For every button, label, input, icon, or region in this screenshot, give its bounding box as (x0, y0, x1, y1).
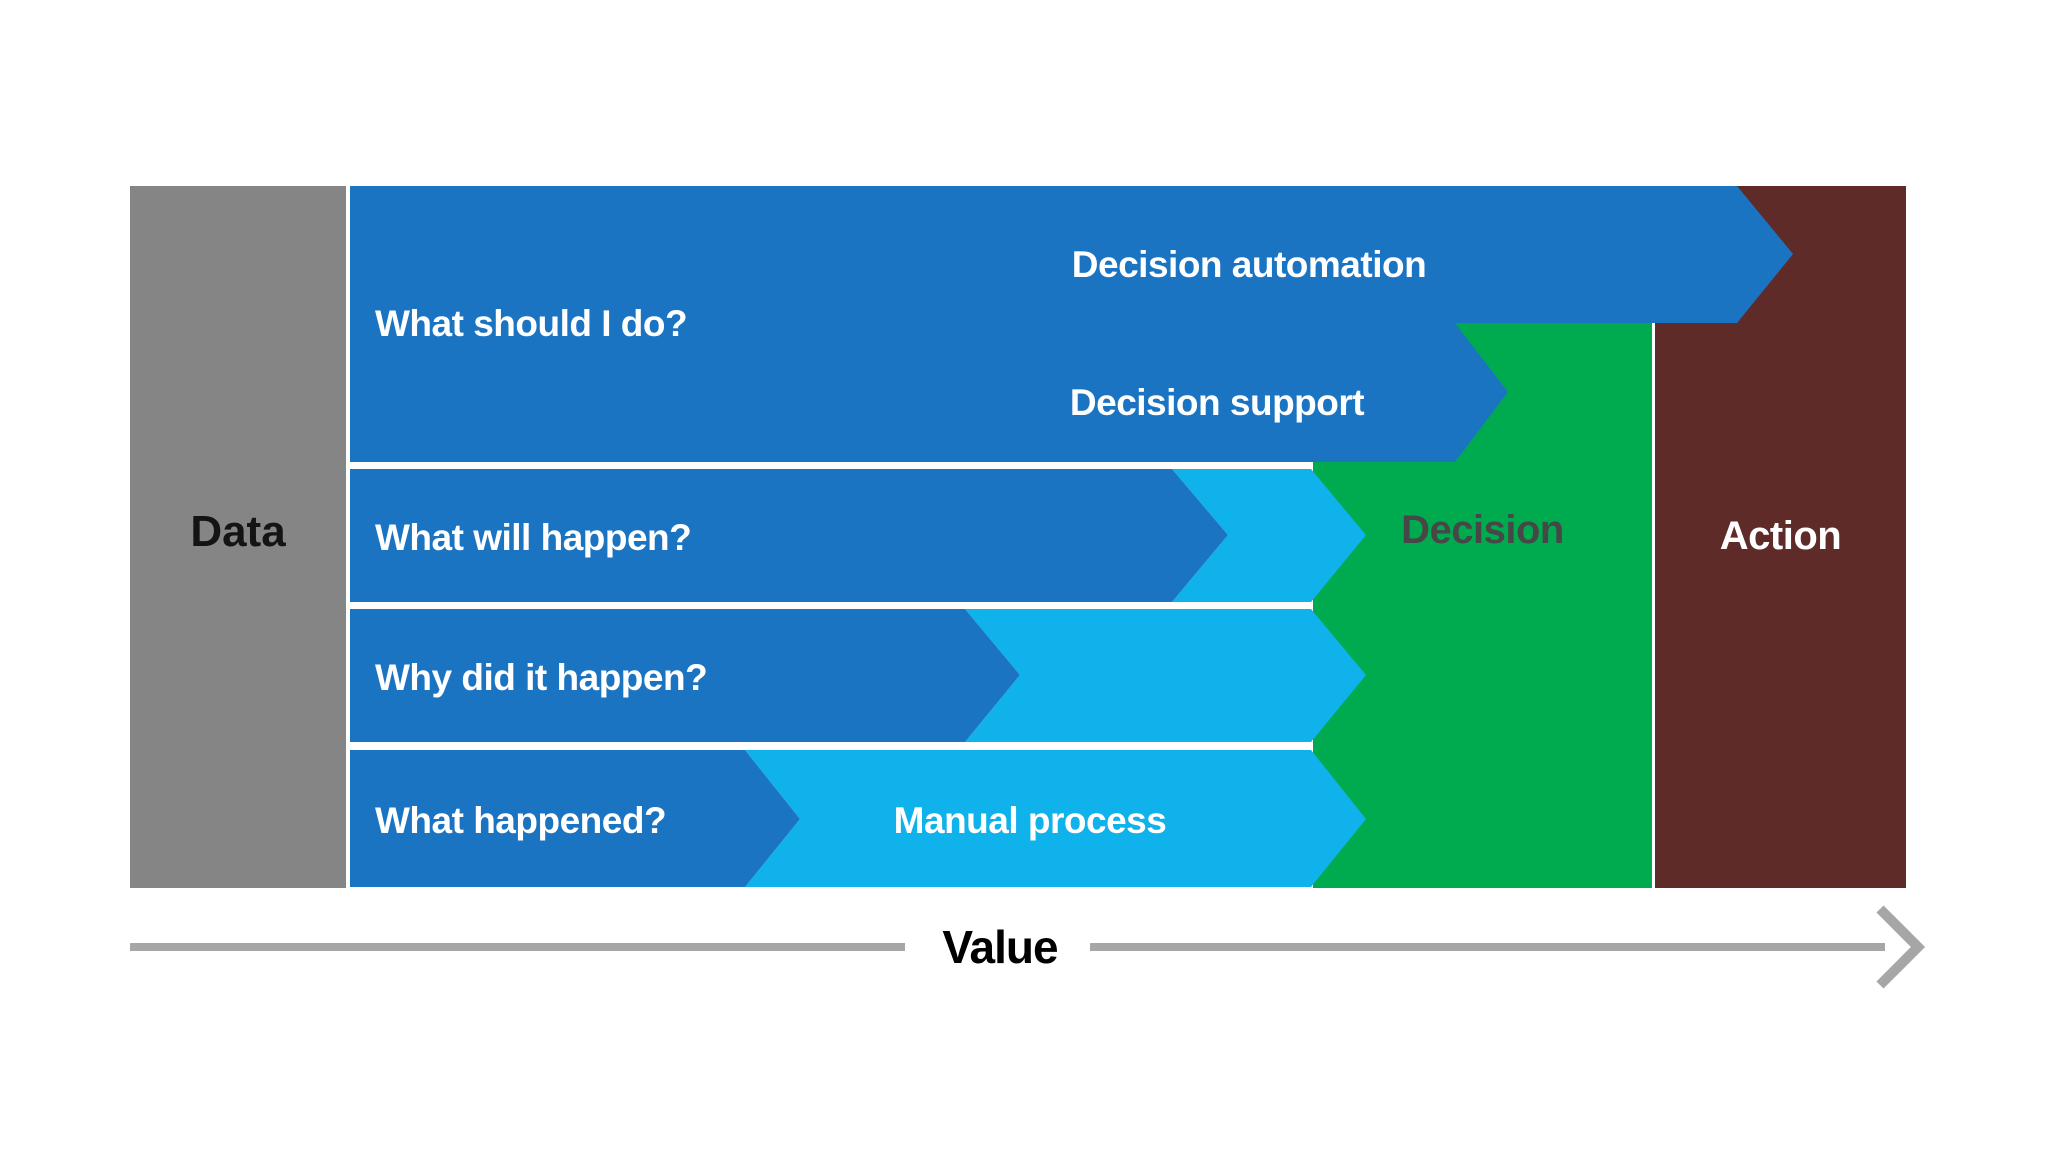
row-3-cyan-chevron (965, 609, 1366, 742)
row-3-blue-chevron (350, 609, 1020, 742)
row-4-cyan-chevron (745, 750, 1366, 887)
row-why-did-it-happen: Why did it happen? (350, 609, 1370, 742)
row-what-will-happen: What will happen? (350, 469, 1370, 602)
decision-support-label: Decision support (1069, 382, 1365, 423)
row-2-blue-chevron (350, 469, 1228, 602)
data-block: Data (130, 186, 346, 888)
row-2-question-label: What will happen? (375, 517, 692, 558)
row-what-happened: What happened? Manual process (350, 750, 1370, 887)
action-label: Action (1719, 514, 1842, 558)
data-label: Data (190, 507, 286, 556)
row-3-question-label: Why did it happen? (375, 657, 708, 698)
row-4-question-label: What happened? (375, 800, 667, 841)
row-1-question-label: What should I do? (375, 303, 688, 344)
value-arrowhead-icon (1876, 905, 1926, 989)
decision-automation-label: Decision automation (1071, 244, 1427, 285)
manual-process-label: Manual process (893, 800, 1167, 841)
value-axis-line-right (1090, 943, 1885, 951)
decision-label: Decision (1401, 508, 1564, 552)
row-4-blue-chevron (350, 750, 800, 887)
value-axis-line-left (130, 943, 905, 951)
value-axis-label: Value (942, 921, 1058, 973)
